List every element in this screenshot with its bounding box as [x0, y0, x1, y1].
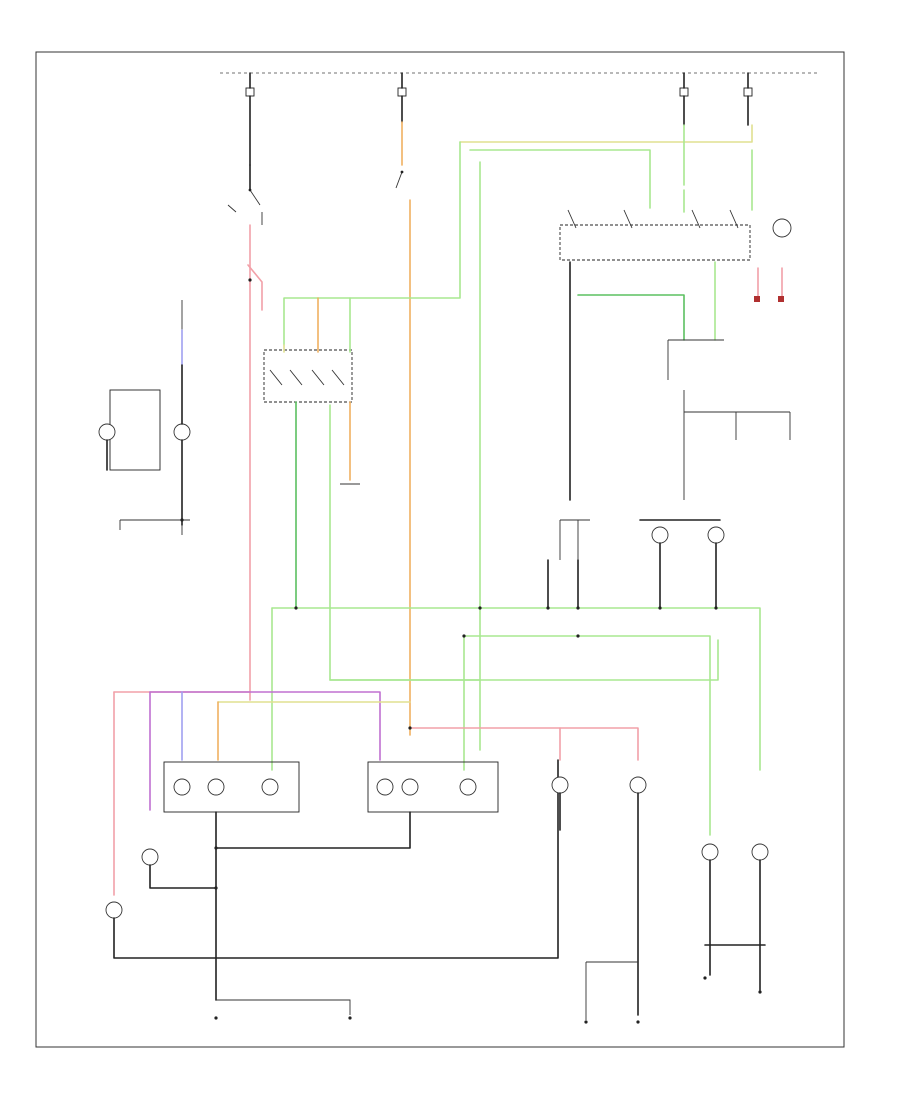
diagram-border [35, 51, 845, 1048]
grounds [214, 961, 762, 1024]
dark-green-wire [577, 294, 685, 341]
splice-points [180, 278, 718, 890]
lower-left-lamps [105, 759, 559, 959]
fuses [245, 72, 753, 166]
left-switch [227, 164, 263, 701]
hazard-switch [395, 121, 411, 736]
left-parking-lamps [98, 300, 191, 535]
right-connector [667, 339, 791, 500]
lower-harness [113, 691, 639, 896]
upper-signal-bus [283, 124, 753, 751]
lower-right-lamps [551, 776, 769, 1016]
relay-box [263, 297, 719, 681]
combination-switch [559, 209, 792, 501]
mid-right-lamps [547, 519, 725, 609]
central-buses [271, 607, 761, 836]
right-headlamp-assembly [367, 761, 499, 813]
left-headlamp-assembly [163, 761, 411, 1001]
